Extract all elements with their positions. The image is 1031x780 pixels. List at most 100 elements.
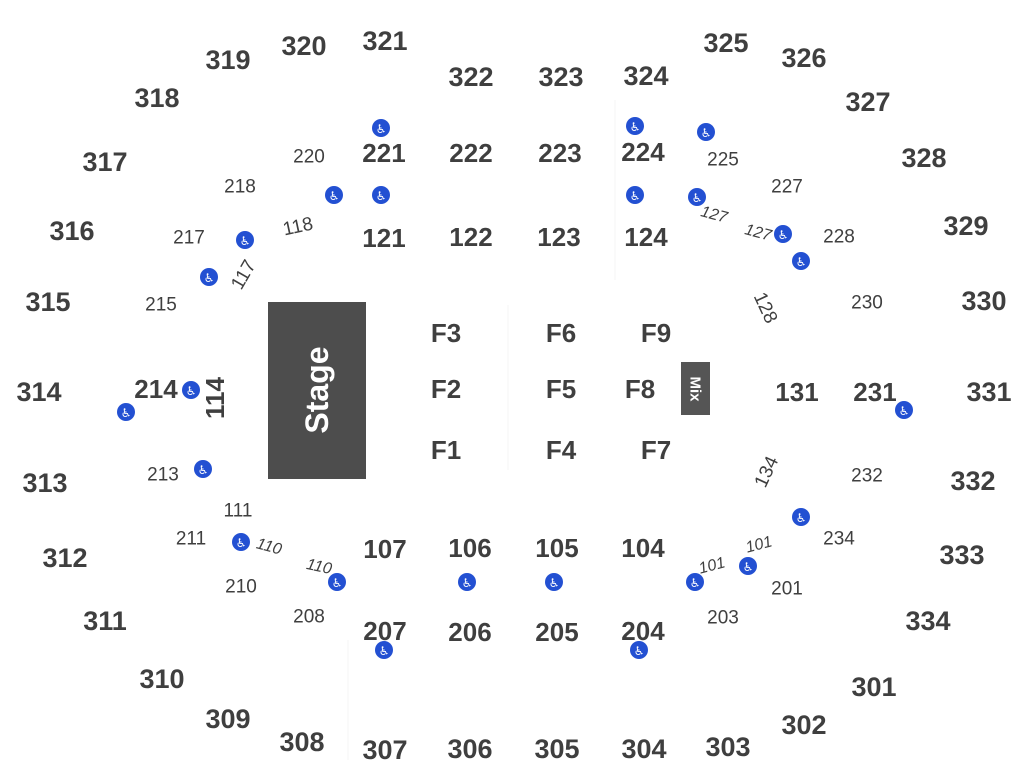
- section-205[interactable]: 205: [535, 617, 578, 647]
- section-328[interactable]: 328: [901, 143, 946, 173]
- wheelchair-icon: ♿: [545, 573, 563, 591]
- section-324[interactable]: 324: [623, 61, 668, 91]
- section-110[interactable]: 110: [305, 556, 334, 578]
- section-F5[interactable]: F5: [546, 374, 576, 404]
- section-315[interactable]: 315: [25, 287, 70, 317]
- section-122[interactable]: 122: [449, 222, 492, 252]
- section-305[interactable]: 305: [534, 734, 579, 764]
- section-312[interactable]: 312: [42, 543, 87, 573]
- section-313[interactable]: 313: [22, 468, 67, 498]
- section-301[interactable]: 301: [851, 672, 896, 702]
- section-323[interactable]: 323: [538, 62, 583, 92]
- section-134[interactable]: 134: [751, 453, 784, 491]
- svg-text:♿: ♿: [186, 384, 197, 398]
- section-215[interactable]: 215: [145, 295, 177, 316]
- section-308[interactable]: 308: [279, 727, 324, 757]
- section-230[interactable]: 230: [851, 293, 883, 314]
- section-325[interactable]: 325: [703, 28, 748, 58]
- section-322[interactable]: 322: [448, 62, 493, 92]
- svg-text:♿: ♿: [204, 271, 215, 285]
- section-210[interactable]: 210: [225, 577, 257, 598]
- wheelchair-icon: ♿: [626, 186, 644, 204]
- section-123[interactable]: 123: [537, 222, 580, 252]
- section-309[interactable]: 309: [205, 704, 250, 734]
- section-307[interactable]: 307: [362, 735, 407, 765]
- section-221[interactable]: 221: [362, 138, 405, 168]
- wheelchair-icon: ♿: [236, 231, 254, 249]
- section-208[interactable]: 208: [293, 607, 325, 628]
- section-330[interactable]: 330: [961, 286, 1006, 316]
- section-F8[interactable]: F8: [625, 374, 655, 404]
- svg-text:♿: ♿: [462, 576, 473, 590]
- section-321[interactable]: 321: [362, 26, 407, 56]
- section-332[interactable]: 332: [950, 466, 995, 496]
- section-111[interactable]: 111: [224, 501, 253, 522]
- section-110[interactable]: 110: [254, 535, 283, 558]
- section-127[interactable]: 127: [699, 203, 730, 227]
- section-232[interactable]: 232: [851, 466, 883, 487]
- wheelchair-icon: ♿: [375, 641, 393, 659]
- section-318[interactable]: 318: [134, 83, 179, 113]
- section-124[interactable]: 124: [624, 222, 668, 252]
- section-227[interactable]: 227: [771, 177, 803, 198]
- section-310[interactable]: 310: [139, 664, 184, 694]
- section-211[interactable]: 211: [176, 529, 206, 550]
- section-222[interactable]: 222: [449, 138, 492, 168]
- section-317[interactable]: 317: [82, 147, 127, 177]
- section-F2[interactable]: F2: [431, 374, 461, 404]
- section-F6[interactable]: F6: [546, 318, 576, 348]
- section-225[interactable]: 225: [707, 150, 739, 171]
- svg-text:♿: ♿: [376, 189, 387, 203]
- section-F7[interactable]: F7: [641, 435, 671, 465]
- section-118[interactable]: 118: [281, 214, 315, 241]
- section-114[interactable]: 114: [200, 376, 230, 418]
- section-F1[interactable]: F1: [431, 435, 461, 465]
- section-203[interactable]: 203: [707, 608, 739, 629]
- section-306[interactable]: 306: [447, 734, 492, 764]
- section-326[interactable]: 326: [781, 43, 826, 73]
- section-228[interactable]: 228: [823, 227, 855, 248]
- section-106[interactable]: 106: [448, 533, 491, 563]
- section-127[interactable]: 127: [743, 221, 774, 245]
- section-223[interactable]: 223: [538, 138, 581, 168]
- section-104[interactable]: 104: [621, 533, 665, 563]
- svg-text:♿: ♿: [692, 191, 703, 205]
- section-331[interactable]: 331: [966, 377, 1011, 407]
- section-320[interactable]: 320: [281, 31, 326, 61]
- section-213[interactable]: 213: [147, 465, 179, 486]
- section-329[interactable]: 329: [943, 211, 988, 241]
- section-303[interactable]: 303: [705, 732, 750, 762]
- section-214[interactable]: 214: [134, 374, 178, 404]
- section-107[interactable]: 107: [363, 534, 406, 564]
- section-218[interactable]: 218: [224, 177, 256, 198]
- section-F9[interactable]: F9: [641, 318, 671, 348]
- section-204[interactable]: 204: [621, 616, 665, 646]
- section-334[interactable]: 334: [905, 606, 950, 636]
- section-311[interactable]: 311: [83, 606, 127, 636]
- section-302[interactable]: 302: [781, 710, 826, 740]
- section-220[interactable]: 220: [293, 147, 325, 168]
- section-217[interactable]: 217: [173, 228, 205, 249]
- section-234[interactable]: 234: [823, 529, 855, 550]
- section-101[interactable]: 101: [697, 554, 727, 577]
- section-105[interactable]: 105: [535, 533, 578, 563]
- section-F3[interactable]: F3: [431, 318, 461, 348]
- section-131[interactable]: 131: [775, 377, 818, 407]
- section-201[interactable]: 201: [771, 579, 803, 600]
- section-101[interactable]: 101: [744, 533, 774, 556]
- section-121[interactable]: 121: [362, 223, 405, 253]
- section-231[interactable]: 231: [853, 377, 896, 407]
- section-117[interactable]: 117: [227, 257, 260, 294]
- section-F4[interactable]: F4: [546, 435, 577, 465]
- section-319[interactable]: 319: [205, 45, 250, 75]
- section-314[interactable]: 314: [16, 377, 61, 407]
- section-316[interactable]: 316: [49, 216, 94, 246]
- section-206[interactable]: 206: [448, 617, 491, 647]
- section-304[interactable]: 304: [621, 734, 666, 764]
- section-224[interactable]: 224: [621, 137, 665, 167]
- wheelchair-icon: ♿: [458, 573, 476, 591]
- section-327[interactable]: 327: [845, 87, 890, 117]
- section-333[interactable]: 333: [939, 540, 984, 570]
- section-207[interactable]: 207: [363, 616, 406, 646]
- section-128[interactable]: 128: [749, 289, 781, 327]
